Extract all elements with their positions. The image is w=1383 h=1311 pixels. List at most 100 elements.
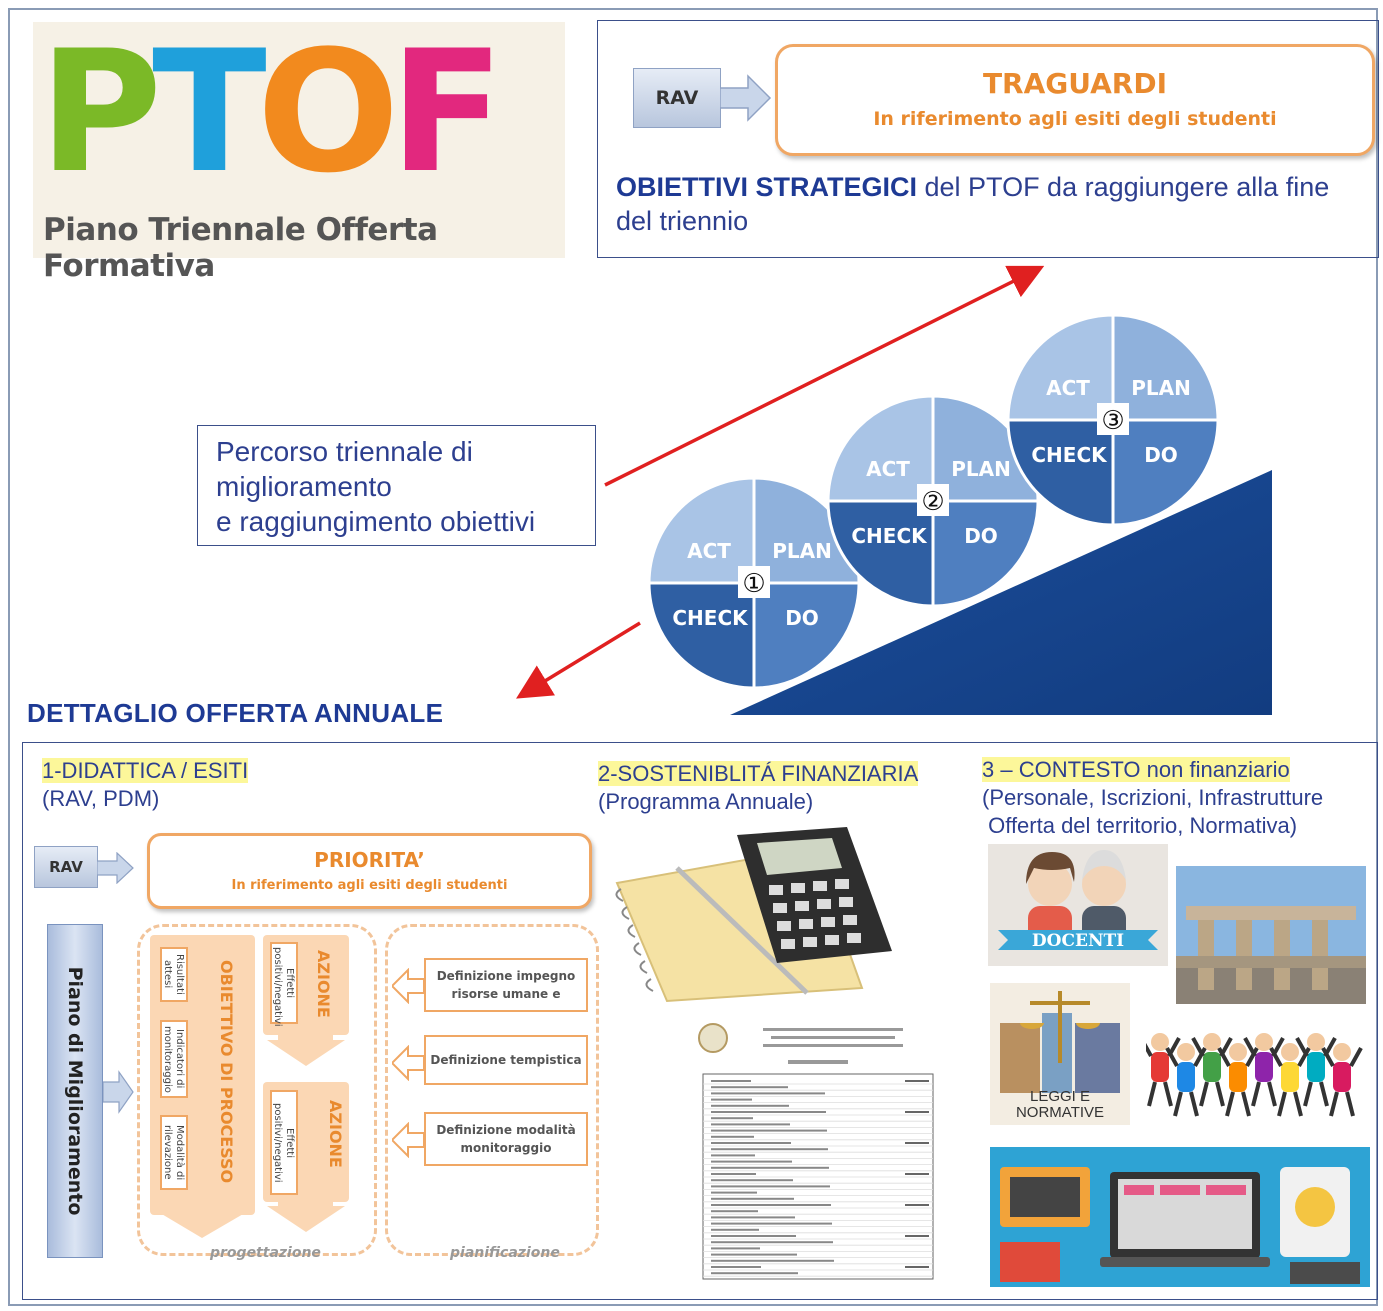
page-frame <box>8 8 1378 1306</box>
act-label-2: ACT <box>866 457 910 481</box>
workspace-image <box>990 1147 1370 1287</box>
obiettivo-item-2: Indicatori di monitoraggio <box>160 1020 188 1098</box>
step-number-3: ③ <box>1101 406 1124 436</box>
obiettivo-item-3: Modalità di rilevazione <box>160 1115 188 1190</box>
act-label-1: ACT <box>687 539 731 563</box>
rav-arrow-icon <box>720 74 772 122</box>
didattica-heading: 1-DIDATTICA / ESITI (RAV, PDM) <box>42 757 249 813</box>
didattica-title: 1-DIDATTICA / ESITI <box>42 758 249 783</box>
do-label-2: DO <box>964 524 998 548</box>
leggi-label-1: LEGGI E <box>1030 1088 1090 1105</box>
plan-arrow-3-icon <box>392 1122 425 1158</box>
step-badge-3 <box>1097 403 1129 435</box>
logo-letter-f: F <box>389 14 505 210</box>
contesto-sub-1: (Personale, Iscrizioni, Infrastrutture <box>982 785 1324 810</box>
contesto-title: 3 – CONTESTO non finanziario <box>982 757 1290 782</box>
check-quadrant-3 <box>1006 418 1115 527</box>
act-quadrant-3 <box>1006 313 1115 422</box>
up-arrow <box>604 265 1045 487</box>
finanza-heading: 2-SOSTENIBLITÁ FINANZIARIA (Programma An… <box>598 760 919 816</box>
plan-quadrant-3 <box>1111 313 1220 422</box>
step-badge-1 <box>738 566 770 598</box>
act-quadrant-1 <box>647 476 756 585</box>
azione-2-down-arrow-icon <box>267 1196 345 1232</box>
priorita-subtitle: In riferimento agli esiti degli studenti <box>231 878 508 893</box>
rav-tag: RAV <box>633 68 721 128</box>
leggi-normative-image: LEGGI E NORMATIVE <box>990 983 1130 1125</box>
traguardi-box: TRAGUARDI In riferimento agli esiti degl… <box>775 44 1375 156</box>
leggi-label-2: NORMATIVE <box>1016 1104 1104 1121</box>
plan-label-3: PLAN <box>1131 376 1191 400</box>
logo-letter-t: T <box>152 14 267 210</box>
plan-item-3: Definizione modalità monitoraggio <box>424 1112 588 1166</box>
pdm-rav-arrow-icon <box>97 852 134 884</box>
down-arrow <box>516 621 641 699</box>
pdca-staircase-diagram: ACT PLAN CHECK DO ① ACT PLAN CHECK DO ② ACT PLAN CHE… <box>516 265 1272 715</box>
priorita-title: PRIORITA’ <box>314 848 425 872</box>
students-image <box>1146 1033 1363 1117</box>
path-description-box: Percorso triennale di miglioramento e ra… <box>197 425 596 546</box>
plan-arrow-2-icon <box>392 1045 425 1081</box>
logo-subtitle: Piano Triennale Offerta Formativa <box>43 212 438 284</box>
azione-1-label: AZIONE <box>314 950 333 1018</box>
strategic-goals-text: OBIETTIVI STRATEGICI del PTOF da raggiun… <box>616 170 1356 238</box>
ruins-image <box>1176 866 1366 1004</box>
progettazione-dashed-box <box>137 924 377 1256</box>
pianificazione-dashed-box <box>385 924 599 1256</box>
progettazione-label: progettazione <box>210 1245 321 1261</box>
plan-item-1: Definizione impegno risorse umane e <box>424 958 588 1012</box>
contesto-heading: 3 – CONTESTO non finanziario (Personale,… <box>982 756 1323 840</box>
staircase-ramp <box>730 470 1272 715</box>
do-quadrant-3 <box>1111 418 1220 527</box>
plan-label-1: PLAN <box>772 539 832 563</box>
do-label-1: DO <box>785 606 819 630</box>
path-line-1: Percorso triennale di <box>216 436 473 467</box>
act-quadrant-2 <box>826 394 935 503</box>
check-label-2: CHECK <box>851 524 928 548</box>
piano-miglioramento-label: Piano di Miglioramento <box>64 966 86 1216</box>
obiettivo-item-1: Risultati attesi <box>160 947 188 1002</box>
step-number-1: ① <box>742 569 765 599</box>
do-quadrant-2 <box>931 499 1040 608</box>
annual-offer-box <box>22 742 1378 1300</box>
ptof-logo: PTOF Piano Triennale Offerta Formativa <box>33 14 565 284</box>
didattica-sub: (RAV, PDM) <box>42 786 160 811</box>
path-line-3: e raggiungimento obiettivi <box>216 506 536 537</box>
docenti-label: DOCENTI <box>1032 931 1124 951</box>
finanza-sub: (Programma Annuale) <box>598 789 814 814</box>
docenti-image: DOCENTI <box>988 844 1168 966</box>
check-quadrant-1 <box>647 581 756 690</box>
contesto-sub-2: Offerta del territorio, Normativa) <box>982 813 1298 838</box>
logo-letter-p: P <box>39 14 162 210</box>
obiettivo-label: OBIETTIVO DI PROCESSO <box>217 960 236 1184</box>
azione-1-item: Effetti positivi/negativi <box>270 942 298 1027</box>
do-label-3: DO <box>1144 443 1178 467</box>
notebook-calculator-image <box>615 827 892 1003</box>
finanza-title: 2-SOSTENIBLITÁ FINANZIARIA <box>598 761 919 786</box>
step-number-2: ② <box>921 487 944 517</box>
obiettivo-down-arrow-icon <box>155 1200 250 1238</box>
path-line-2: miglioramento <box>216 471 392 502</box>
check-label-3: CHECK <box>1031 443 1108 467</box>
strategic-goals-box <box>597 20 1379 258</box>
logo-letter-o: O <box>256 14 400 210</box>
pdm-rav-tag: RAV <box>34 846 98 888</box>
strategic-goals-bold: OBIETTIVI STRATEGICI <box>616 172 918 202</box>
plan-arrow-1-icon <box>392 968 425 1004</box>
budget-document-image <box>693 1016 943 1284</box>
strategic-goals-rest: del PTOF da raggiungere alla fine del tr… <box>616 172 1330 236</box>
pdm-side-arrow-icon <box>103 1070 134 1114</box>
pianificazione-label: pianificazione <box>450 1245 560 1261</box>
section-title: DETTAGLIO OFFERTA ANNUALE <box>27 698 444 728</box>
act-label-3: ACT <box>1046 376 1090 400</box>
azione-1-down-arrow-icon <box>267 1030 345 1066</box>
check-quadrant-2 <box>826 499 935 608</box>
do-quadrant-1 <box>752 581 861 690</box>
azione-2-label: AZIONE <box>326 1100 345 1168</box>
priorita-box: PRIORITA’ In riferimento agli esiti degl… <box>147 833 592 909</box>
traguardi-subtitle: In riferimento agli esiti degli studenti <box>873 108 1277 130</box>
check-label-1: CHECK <box>672 606 749 630</box>
plan-item-2: Definizione tempistica <box>424 1035 588 1085</box>
plan-label-2: PLAN <box>951 457 1011 481</box>
traguardi-title: TRAGUARDI <box>982 67 1168 100</box>
